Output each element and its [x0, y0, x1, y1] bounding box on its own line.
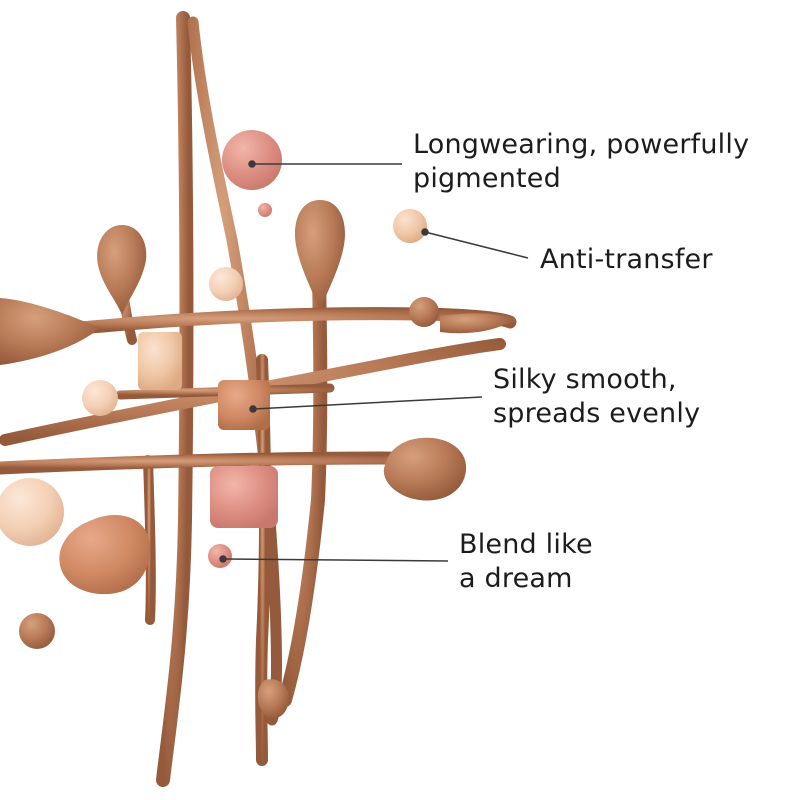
- callout-pigmented: Longwearing, powerfully pigmented: [413, 128, 749, 196]
- pink-ball: [222, 130, 282, 190]
- beige-drop-top: [209, 267, 243, 301]
- horizontal-stroke-diagonal: [0, 338, 506, 446]
- small-drop-bottom-left: [19, 613, 55, 649]
- vertical-stroke-short: [143, 455, 156, 625]
- bottom-drip: [257, 679, 289, 719]
- callout-pigmented-line2: pigmented: [413, 163, 561, 194]
- pink-dot-bottom: [208, 544, 232, 568]
- swatch-tan: [218, 380, 270, 430]
- callout-blend-line1: Blend like: [459, 529, 593, 560]
- tear-drop-right: [295, 200, 345, 310]
- tiny-brown-dot: [427, 349, 433, 355]
- leader-line-smooth: [252, 396, 483, 410]
- callout-silky-smooth: Silky smooth, spreads evenly: [493, 363, 700, 431]
- leader-dot-blend: [219, 555, 227, 563]
- callout-blend-line2: a dream: [459, 563, 573, 594]
- small-drop-right: [409, 297, 439, 327]
- callout-smooth-line2: spreads evenly: [493, 398, 701, 429]
- leader-dot-pigmented: [248, 160, 256, 168]
- peach-drop: [393, 209, 427, 243]
- callout-blend: Blend like a dream: [459, 528, 593, 596]
- callout-transfer-line1: Anti-transfer: [540, 244, 713, 275]
- vertical-stroke-middle: [255, 354, 271, 766]
- swatch-pink: [210, 466, 278, 528]
- callout-pigmented-line1: Longwearing, powerfully: [413, 129, 750, 160]
- leader-line-transfer: [424, 231, 529, 259]
- leader-line-blend: [222, 558, 449, 562]
- leader-dot-transfer: [421, 228, 429, 236]
- foundation-drops: [0, 130, 512, 719]
- tear-drop-left: [97, 225, 147, 315]
- right-blob: [383, 437, 467, 501]
- callout-anti-transfer: Anti-transfer: [540, 243, 713, 277]
- left-splash: [0, 298, 100, 365]
- callout-smooth-line1: Silky smooth,: [493, 364, 677, 395]
- beige-drop-left: [82, 380, 118, 416]
- leader-lines: [219, 160, 529, 563]
- swatch-peach: [138, 332, 182, 390]
- right-stroke-tail: [440, 313, 512, 334]
- tiny-pink-drop: [258, 203, 272, 217]
- beige-blob-left: [0, 478, 64, 546]
- leader-dot-smooth: [249, 405, 257, 413]
- tan-blob: [59, 515, 150, 595]
